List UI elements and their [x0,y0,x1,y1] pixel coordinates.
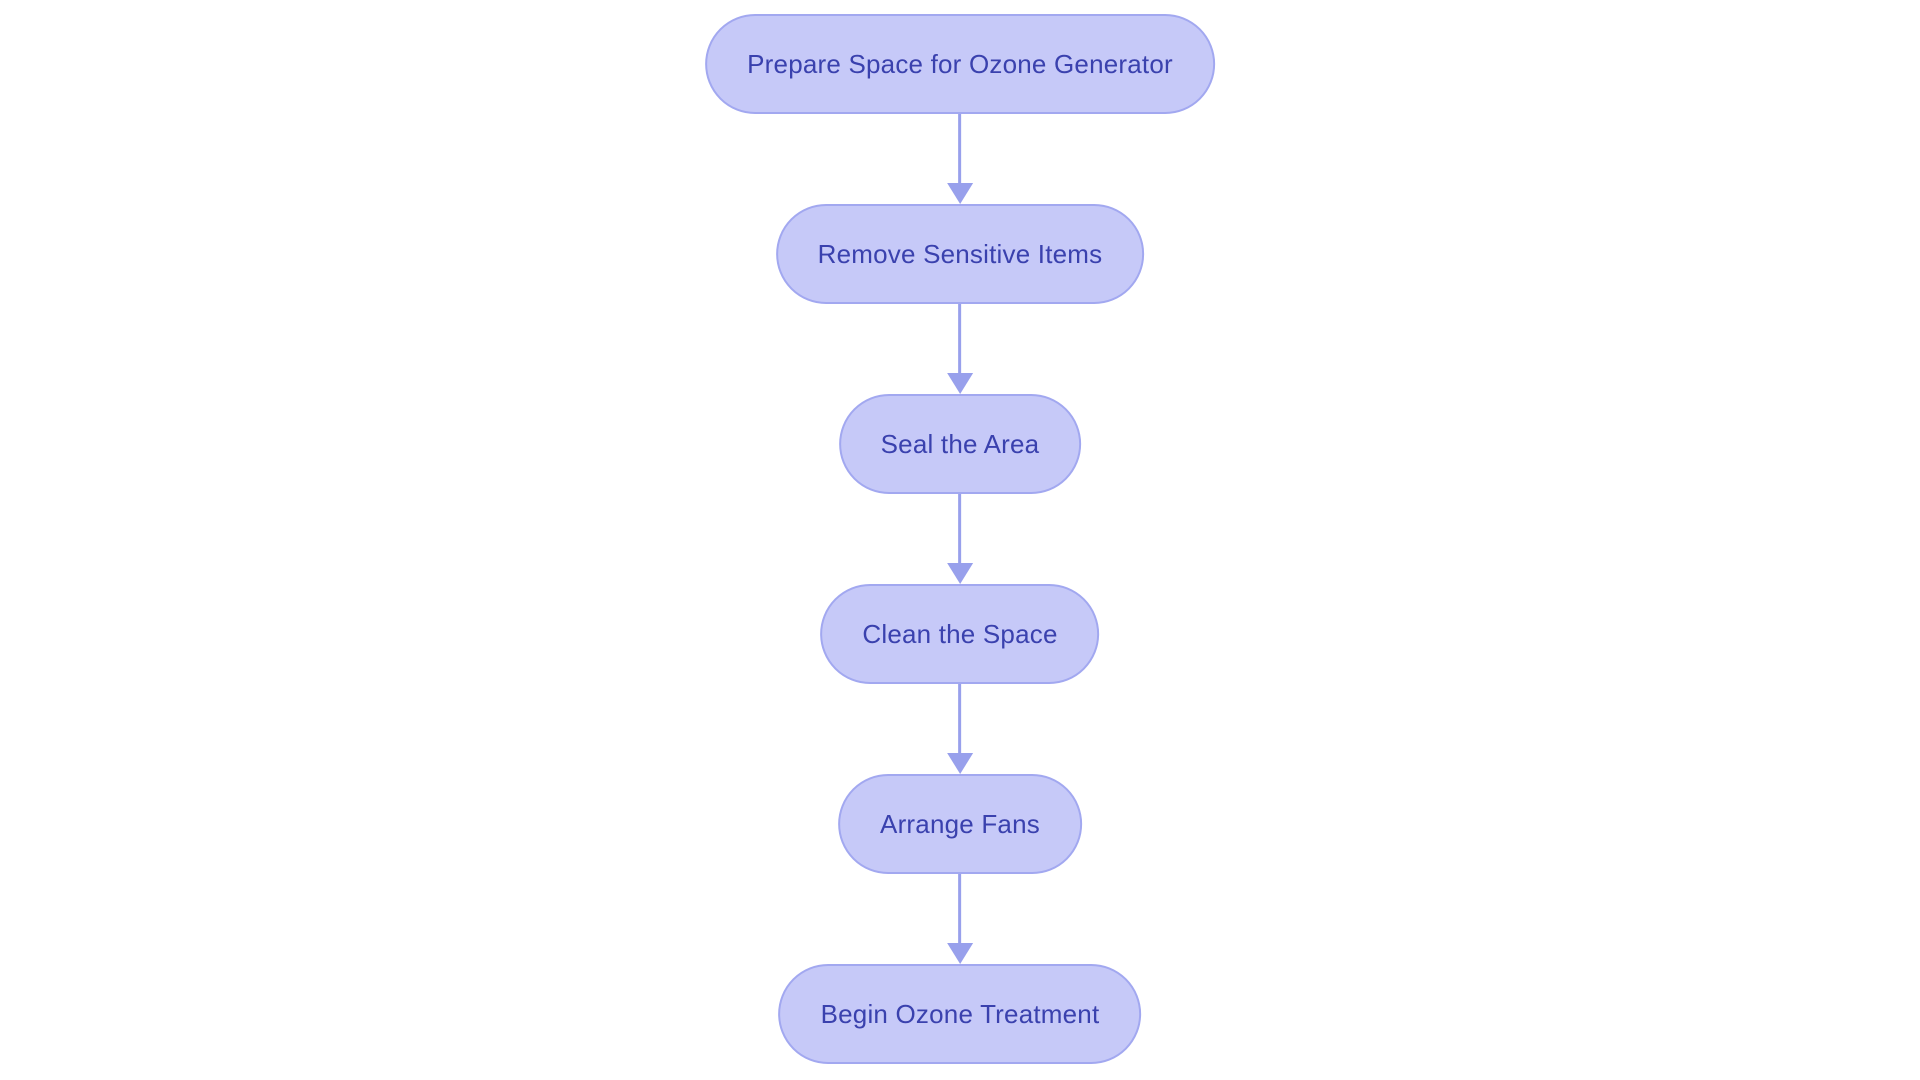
connector-line [958,684,962,754]
arrow-down-icon [946,943,973,964]
connector-line [958,874,962,944]
connector-line [958,114,962,184]
flow-connector [946,494,973,584]
arrow-down-icon [946,563,973,584]
flow-node-clean-space: Clean the Space [820,584,1100,684]
flow-node-label: Begin Ozone Treatment [820,998,1100,1029]
flow-node-label: Remove Sensitive Items [817,238,1103,269]
flow-connector [946,874,973,964]
flow-node-label: Prepare Space for Ozone Generator [747,48,1173,79]
flow-node-arrange-fans: Arrange Fans [838,774,1082,874]
flow-connector [946,114,973,204]
flow-connector [946,684,973,774]
flow-node-begin-treatment: Begin Ozone Treatment [778,964,1142,1064]
arrow-down-icon [946,753,973,774]
flow-node-label: Clean the Space [862,618,1058,649]
flow-node-remove-items: Remove Sensitive Items [775,204,1145,304]
flow-node-prepare-space: Prepare Space for Ozone Generator [705,14,1215,114]
flow-node-label: Seal the Area [880,428,1040,459]
flow-connector [946,304,973,394]
arrow-down-icon [946,183,973,204]
arrow-down-icon [946,373,973,394]
flowchart: Prepare Space for Ozone Generator Remove… [705,14,1215,1064]
flow-node-seal-area: Seal the Area [838,394,1082,494]
flow-node-label: Arrange Fans [880,808,1040,839]
connector-line [958,304,962,374]
connector-line [958,494,962,564]
